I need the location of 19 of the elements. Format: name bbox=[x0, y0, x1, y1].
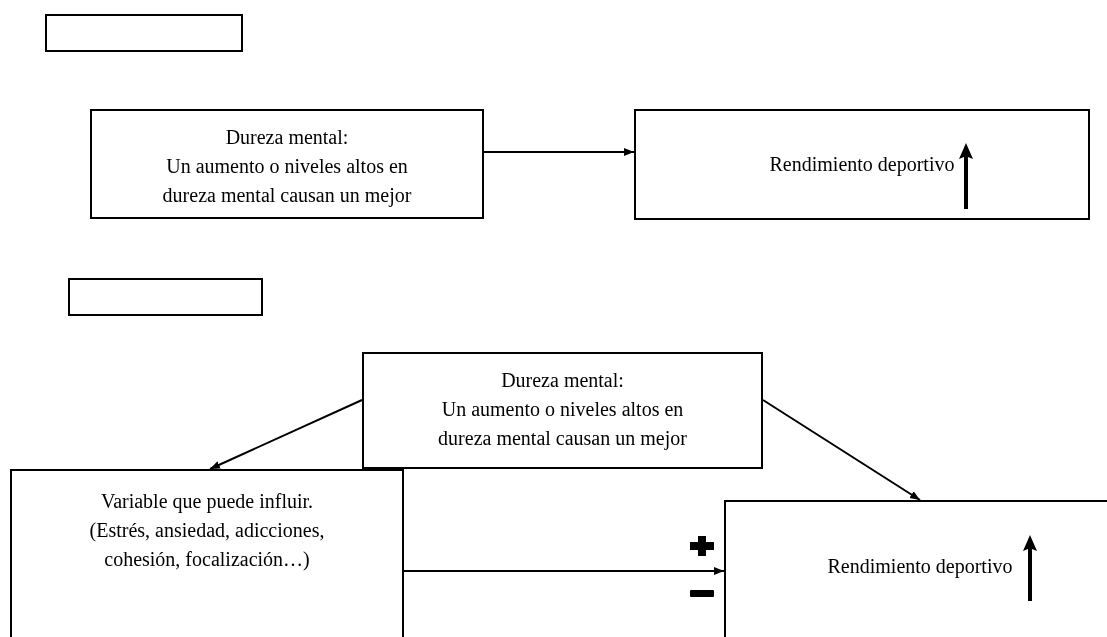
node-text: (Estrés, ansiedad, adicciones, cohesión, focalización…) bbox=[88, 518, 326, 572]
arrow bbox=[483, 148, 635, 156]
text-box bbox=[90, 109, 484, 219]
node-text: Rendimiento deportivo bbox=[769, 152, 955, 178]
text-box bbox=[724, 500, 1107, 637]
empty-box bbox=[68, 278, 263, 316]
node-text: Dureza mental: bbox=[225, 125, 349, 150]
node-text: Rendimiento deportivo bbox=[827, 554, 1013, 580]
node-text: Un aumento o niveles altos en dureza mental causan un mejor bbox=[437, 397, 688, 452]
text-box bbox=[634, 109, 1090, 220]
arrow bbox=[403, 567, 725, 575]
node-text: Dureza mental: bbox=[501, 368, 624, 393]
arrow bbox=[762, 399, 921, 501]
text-box bbox=[10, 469, 404, 637]
node-text: Un aumento o niveles altos en dureza mental causan un mejor bbox=[161, 154, 413, 209]
empty-box bbox=[45, 14, 243, 52]
text-box bbox=[362, 352, 763, 469]
arrow bbox=[209, 399, 363, 470]
node-text: Variable que puede influir. bbox=[100, 489, 314, 515]
